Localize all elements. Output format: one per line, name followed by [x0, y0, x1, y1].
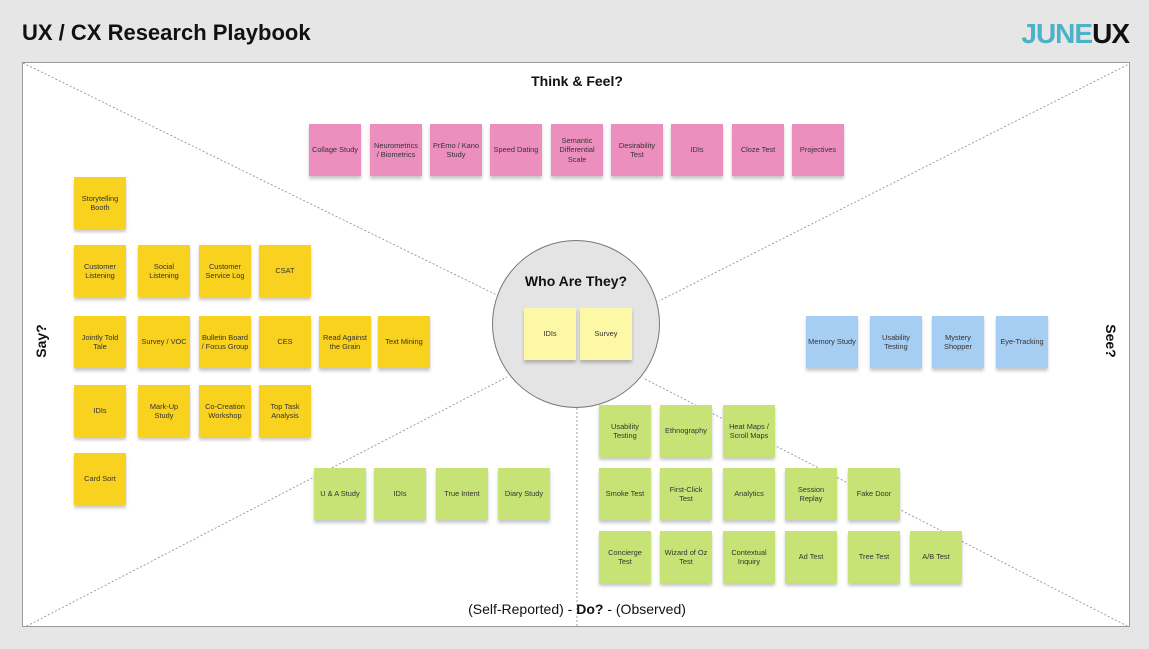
see-label: See? [1103, 324, 1119, 358]
sticky-note[interactable]: CES [259, 316, 311, 368]
sticky-note[interactable]: IDIs [671, 124, 723, 176]
sticky-note[interactable]: Survey [580, 308, 632, 360]
sticky-note[interactable]: Session Replay [785, 468, 837, 520]
sticky-note[interactable]: Projectives [792, 124, 844, 176]
sticky-note[interactable]: Diary Study [498, 468, 550, 520]
sticky-note[interactable]: Co-Creation Workshop [199, 385, 251, 437]
sticky-note[interactable]: Desirability Test [611, 124, 663, 176]
june-ux-logo: JUNEUX [1021, 18, 1130, 50]
sticky-note[interactable]: Fake Door [848, 468, 900, 520]
sticky-note[interactable]: Contextual Inquiry [723, 531, 775, 583]
say-label: Say? [33, 324, 49, 358]
sticky-note[interactable]: Semantic Differential Scale [551, 124, 603, 176]
sticky-note[interactable]: Mark-Up Study [138, 385, 190, 437]
do-title: Do? [576, 601, 604, 617]
sticky-note[interactable]: Tree Test [848, 531, 900, 583]
sticky-note[interactable]: Mystery Shopper [932, 316, 984, 368]
sticky-note[interactable]: CSAT [259, 245, 311, 297]
page-title: UX / CX Research Playbook [22, 20, 311, 45]
sticky-note[interactable]: Wizard of Oz Test [660, 531, 712, 583]
self-reported-label: (Self-Reported) - [468, 601, 577, 617]
sticky-note[interactable]: Usability Testing [599, 405, 651, 457]
research-board: Think & Feel? Say? See? (Self-Reported) … [22, 62, 1130, 627]
sticky-note[interactable]: Customer Service Log [199, 245, 251, 297]
sticky-note[interactable]: Jointly Told Tale [74, 316, 126, 368]
sticky-note[interactable]: IDIs [524, 308, 576, 360]
sticky-note[interactable]: Cloze Test [732, 124, 784, 176]
who-are-they-circle: Who Are They? [492, 240, 660, 408]
sticky-note[interactable]: Usability Testing [870, 316, 922, 368]
sticky-note[interactable]: True Intent [436, 468, 488, 520]
sticky-note[interactable]: Survey / VOC [138, 316, 190, 368]
sticky-note[interactable]: Heat Maps / Scroll Maps [723, 405, 775, 457]
sticky-note[interactable]: Social Listening [138, 245, 190, 297]
sticky-note[interactable]: IDIs [374, 468, 426, 520]
sticky-note[interactable]: Analytics [723, 468, 775, 520]
who-are-they-title: Who Are They? [524, 273, 628, 289]
sticky-note[interactable]: Memory Study [806, 316, 858, 368]
sticky-note[interactable]: Customer Listening [74, 245, 126, 297]
sticky-note[interactable]: Top Task Analysis [259, 385, 311, 437]
sticky-note[interactable]: PrEmo / Kano Study [430, 124, 482, 176]
sticky-note[interactable]: U & A Study [314, 468, 366, 520]
observed-label: - (Observed) [603, 601, 686, 617]
sticky-note[interactable]: IDIs [74, 385, 126, 437]
sticky-note[interactable]: Card Sort [74, 453, 126, 505]
logo-june: JUNE [1021, 18, 1093, 49]
sticky-note[interactable]: Ad Test [785, 531, 837, 583]
do-label: (Self-Reported) - Do? - (Observed) [23, 601, 1129, 617]
sticky-note[interactable]: A/B Test [910, 531, 962, 583]
sticky-note[interactable]: Neurometrics / Biometrics [370, 124, 422, 176]
sticky-note[interactable]: Concierge Test [599, 531, 651, 583]
sticky-note[interactable]: Ethnography [660, 405, 712, 457]
sticky-note[interactable]: Bulletin Board / Focus Group [199, 316, 251, 368]
sticky-note[interactable]: Eye-Tracking [996, 316, 1048, 368]
sticky-note[interactable]: Text Mining [378, 316, 430, 368]
sticky-note[interactable]: Collage Study [309, 124, 361, 176]
logo-ux: UX [1092, 18, 1130, 49]
sticky-note[interactable]: Storytelling Booth [74, 177, 126, 229]
think-feel-label: Think & Feel? [531, 73, 623, 89]
sticky-note[interactable]: First-Click Test [660, 468, 712, 520]
sticky-note[interactable]: Speed Dating [490, 124, 542, 176]
sticky-note[interactable]: Smoke Test [599, 468, 651, 520]
sticky-note[interactable]: Read Against the Grain [319, 316, 371, 368]
